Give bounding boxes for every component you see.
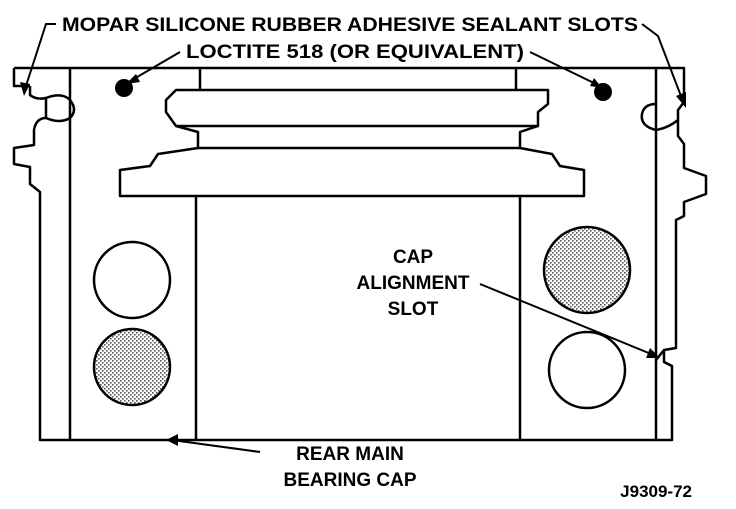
bolt-hole-left-bottom [92, 327, 172, 407]
label-cap-alignment-3: SLOT [388, 299, 439, 320]
figure-id: J9309-72 [620, 482, 692, 501]
seal-flange [118, 146, 586, 198]
bolt-hole-right-bottom [547, 330, 627, 410]
label-rear-main-1: REAR MAIN [296, 444, 404, 465]
right-seal-groove [640, 102, 679, 132]
arrow-loctite-right [590, 78, 602, 88]
leader-sealant-left [23, 23, 56, 93]
right-lower-wall [520, 350, 674, 442]
label-cap-alignment-2: ALIGNMENT [357, 273, 470, 294]
left-outer-wall [12, 86, 200, 442]
label-sealant-slots: MOPAR SILICONE RUBBER ADHESIVE SEALANT S… [62, 15, 638, 36]
loctite-dot-right [594, 83, 612, 101]
leader-sealant-right [641, 23, 685, 105]
leader-loctite-left [131, 51, 181, 81]
arrow-cap-slot [646, 348, 660, 358]
arrow-loctite-left [126, 74, 140, 84]
right-outer-wall [655, 88, 708, 361]
label-loctite: LOCTITE 518 (OR EQUIVALENT) [186, 42, 524, 63]
seal-lip-lower [175, 124, 539, 150]
label-cap-alignment-1: CAP [393, 247, 433, 268]
leader-cap-slot [479, 283, 657, 357]
arrow-sealant-left [20, 82, 30, 96]
seal-lip-upper [164, 88, 550, 128]
label-rear-main-2: BEARING CAP [283, 470, 416, 491]
arrow-rear-main [166, 434, 178, 446]
bolt-hole-left-top [92, 240, 172, 320]
leader-loctite-right [529, 51, 597, 85]
left-seal-groove [45, 94, 76, 123]
bolt-hole-right-top [542, 225, 632, 315]
leader-rear-main [171, 439, 261, 453]
arrow-sealant-right [676, 92, 686, 108]
center-neck [198, 68, 518, 90]
